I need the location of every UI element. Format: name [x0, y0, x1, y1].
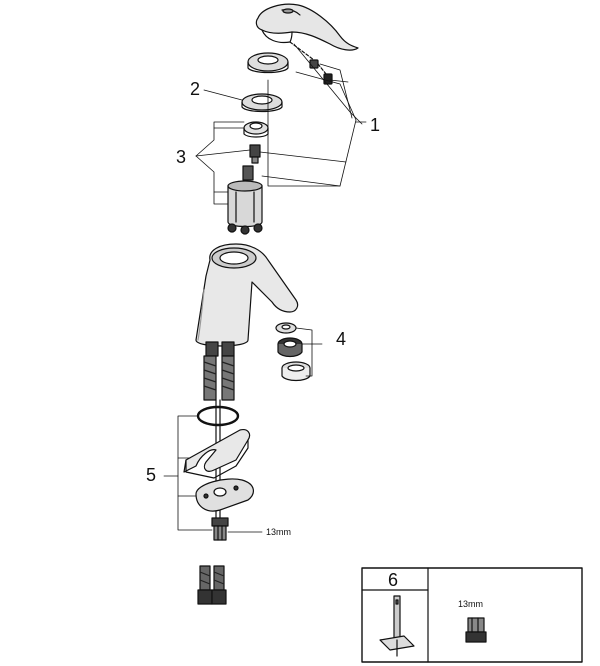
- lever-handle: [255, 3, 359, 51]
- faucet-body: [195, 243, 299, 347]
- set-screw: [289, 41, 333, 85]
- horseshoe-washer: [183, 429, 251, 479]
- callout-5: 5: [146, 465, 157, 485]
- callout-3: 3: [176, 147, 187, 167]
- cartridge-nut: [243, 121, 269, 138]
- cartridge: [227, 165, 263, 235]
- mounting-nut: [211, 517, 229, 541]
- handle-ring: [247, 52, 289, 74]
- callout-1: 1: [370, 115, 381, 135]
- aerator-washer: [275, 322, 297, 334]
- nut-size-label: 13mm: [266, 527, 292, 537]
- leader-lines: [163, 43, 367, 533]
- aerator-insert: [277, 337, 303, 358]
- callout-4: 4: [336, 329, 347, 349]
- socket-nut: [465, 617, 487, 643]
- cover-ring: [241, 93, 283, 113]
- callout-2: 2: [190, 79, 201, 99]
- small-stem: [249, 144, 261, 164]
- aerator-housing: [281, 361, 311, 382]
- inset-nut-size-label: 13mm: [458, 599, 484, 609]
- wrench-tool: [379, 595, 415, 657]
- o-ring: [196, 405, 240, 427]
- hose-ends: [197, 565, 227, 605]
- tool-number-label: 6: [388, 570, 399, 590]
- mounting-plate: [195, 478, 254, 512]
- tool-inset: [361, 567, 583, 663]
